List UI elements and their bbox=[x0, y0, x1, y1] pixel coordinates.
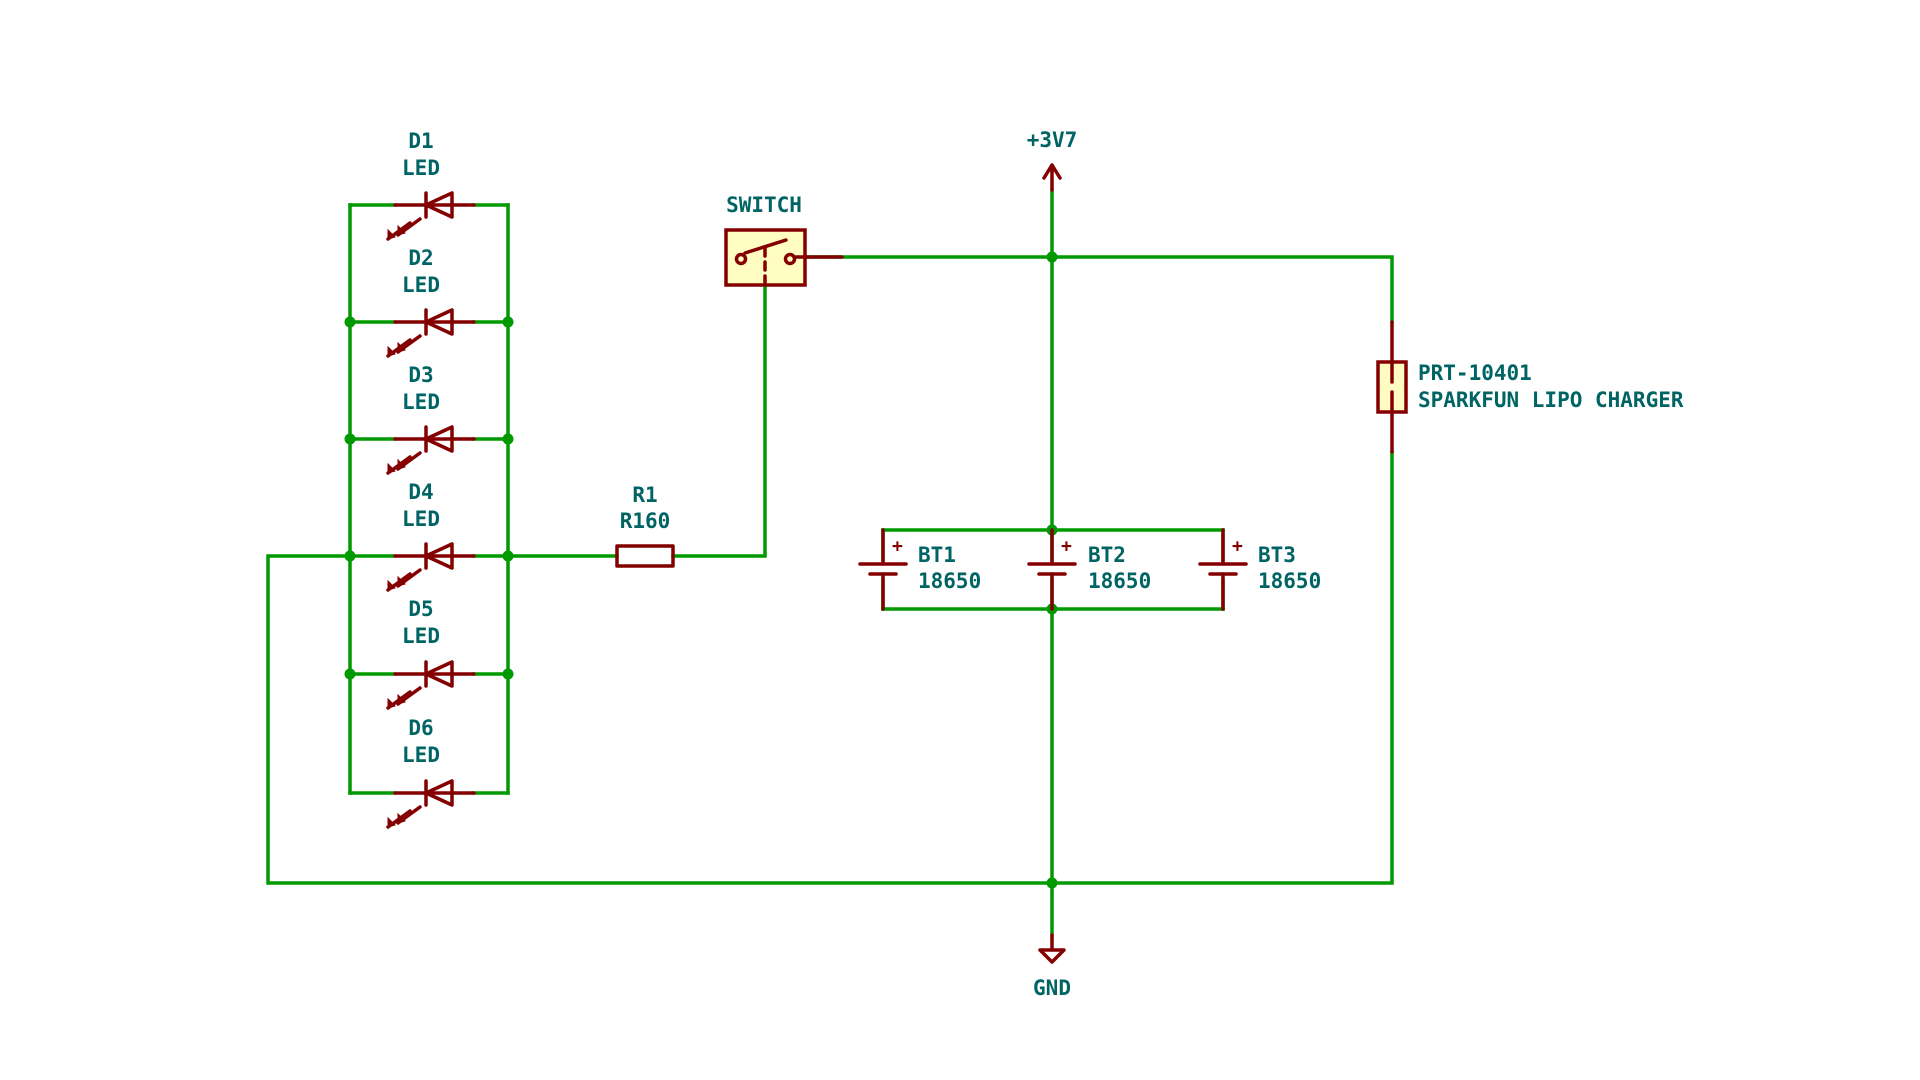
bt1-ref: BT1 bbox=[918, 543, 956, 567]
junction-dot bbox=[1046, 877, 1058, 889]
bt3-plus: + bbox=[1232, 536, 1243, 557]
junction-dot bbox=[344, 433, 356, 445]
led-d2-ref: D2 bbox=[408, 246, 433, 270]
battery-bt3-symbol bbox=[1198, 528, 1248, 611]
junction-dot bbox=[344, 550, 356, 562]
resistor-r1-symbol bbox=[615, 544, 675, 568]
led-d5-symbol bbox=[386, 660, 476, 710]
junction-dot bbox=[502, 316, 514, 328]
led-d6-value: LED bbox=[402, 743, 440, 767]
junction-dot bbox=[1046, 251, 1058, 263]
bt1-plus: + bbox=[892, 536, 903, 557]
wire-ground-loop bbox=[266, 450, 1394, 885]
wire-resistor-switch bbox=[671, 283, 767, 558]
led-d3-symbol bbox=[386, 425, 476, 475]
bt3-ref: BT3 bbox=[1258, 543, 1296, 567]
led-d3-value: LED bbox=[402, 390, 440, 414]
labels: D1 LED D2 LED D3 LED D4 LED D5 LED D6 LE… bbox=[402, 128, 1684, 1000]
led-d1-ref: D1 bbox=[408, 129, 433, 153]
led-symbols bbox=[386, 191, 476, 829]
charger-symbol bbox=[1376, 320, 1408, 454]
resistor-value: R160 bbox=[620, 509, 671, 533]
battery-bt2-symbol bbox=[1027, 528, 1077, 611]
battery-bt1-symbol bbox=[858, 528, 908, 611]
wire-switch-vcc bbox=[806, 255, 1394, 324]
charger-value: SPARKFUN LIPO CHARGER bbox=[1418, 388, 1684, 412]
led-d2-value: LED bbox=[402, 273, 440, 297]
switch-symbol bbox=[724, 228, 844, 287]
charger-ref: PRT-10401 bbox=[1418, 361, 1532, 385]
junction-dot bbox=[502, 668, 514, 680]
led-d5-value: LED bbox=[402, 624, 440, 648]
led-d1-value: LED bbox=[402, 156, 440, 180]
junction-dot bbox=[344, 316, 356, 328]
led-d4-symbol bbox=[386, 542, 476, 592]
junction-dot bbox=[344, 668, 356, 680]
bt2-ref: BT2 bbox=[1088, 543, 1126, 567]
led-d4-ref: D4 bbox=[408, 480, 433, 504]
led-d2-symbol bbox=[386, 308, 476, 358]
vcc-label: +3V7 bbox=[1027, 128, 1078, 152]
battery-symbols bbox=[858, 528, 1248, 611]
bt2-plus: + bbox=[1061, 536, 1072, 557]
gnd-power-symbol bbox=[1038, 933, 1066, 964]
resistor-ref: R1 bbox=[632, 483, 657, 507]
led-d4-value: LED bbox=[402, 507, 440, 531]
led-d6-symbol bbox=[386, 779, 476, 829]
junction-dot bbox=[502, 433, 514, 445]
bt1-value: 18650 bbox=[918, 569, 981, 593]
bt2-value: 18650 bbox=[1088, 569, 1151, 593]
vcc-power-symbol bbox=[1042, 163, 1062, 192]
led-d1-symbol bbox=[386, 191, 476, 241]
gnd-label: GND bbox=[1033, 976, 1071, 1000]
switch-label: SWITCH bbox=[726, 193, 802, 217]
led-d5-ref: D5 bbox=[408, 597, 433, 621]
led-d3-ref: D3 bbox=[408, 363, 433, 387]
led-d6-ref: D6 bbox=[408, 716, 433, 740]
bt3-value: 18650 bbox=[1258, 569, 1321, 593]
junction-dot bbox=[502, 550, 514, 562]
